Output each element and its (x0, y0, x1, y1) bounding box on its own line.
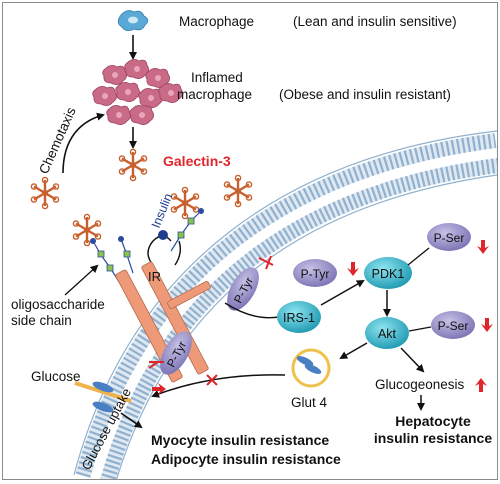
glut4-label: Glut 4 (291, 395, 328, 410)
hepatocyte-label-line2: insulin resistance (374, 430, 492, 446)
chemotaxis-arrow (62, 112, 105, 174)
blocked-cross-icon (206, 374, 218, 386)
inflamed-label-line2: macrophage (177, 87, 252, 102)
inhibition-bar-icon (148, 361, 164, 369)
increase-arrow-icon (475, 378, 487, 392)
svg-text:P-Tyr: P-Tyr (301, 267, 330, 281)
oligosaccharide-label-line2: side chain (11, 313, 72, 328)
ptyr-node-receptor-lower: P-Tyr (160, 331, 192, 375)
oligosaccharide-chains (90, 208, 204, 286)
pdk1-node: PDK1 (364, 257, 412, 289)
ptyr-node-receptor-upper: P-Tyr (227, 267, 259, 311)
macrophage-cell-icon (117, 10, 149, 31)
insulin-molecule (158, 230, 168, 240)
decrease-arrow-icon (481, 318, 493, 332)
akt-node: Akt (365, 317, 409, 349)
glucose-transporter (92, 381, 114, 413)
diagram-frame: Macrophage (Lean and insulin sensitive) … (2, 2, 498, 480)
ir-label: IR (148, 269, 161, 284)
svg-text:Akt: Akt (378, 327, 397, 341)
hepatocyte-label-line1: Hepatocyte (395, 413, 471, 429)
svg-text:IRS-1: IRS-1 (283, 311, 315, 325)
chemotaxis-label: Chemotaxis (36, 105, 79, 176)
inhibition-bar-icon (258, 255, 274, 270)
macrophage-label: Macrophage (179, 14, 254, 29)
inflamed-macrophage-cluster-icon (92, 58, 184, 126)
ptyr-node-irs1: P-Tyr (293, 259, 337, 287)
oligosaccharide-label-line1: oligosaccharide (11, 297, 105, 312)
irs1-node: IRS-1 (277, 301, 321, 333)
svg-text:P-Ser: P-Ser (434, 231, 465, 245)
galectin-insulin-resistance-diagram: Macrophage (Lean and insulin sensitive) … (11, 10, 497, 479)
adipocyte-label: Adipocyte insulin resistance (151, 451, 341, 467)
inflamed-label-line1: Inflamed (191, 70, 243, 85)
pser-node-akt: P-Ser (431, 311, 475, 339)
myocyte-label: Myocyte insulin resistance (151, 432, 329, 448)
svg-text:P-Ser: P-Ser (438, 319, 469, 333)
obese-state-label: (Obese and insulin resistant) (279, 87, 451, 102)
glucogeonesis-label: Glucogeonesis (375, 377, 465, 392)
glut4-vesicle (291, 348, 331, 388)
decrease-arrow-icon (477, 240, 489, 254)
glucose-label: Glucose (31, 369, 81, 384)
svg-text:PDK1: PDK1 (372, 267, 405, 281)
decrease-arrow-icon (347, 262, 359, 276)
galectin-3-label: Galectin-3 (163, 153, 231, 169)
pser-node-pdk1: P-Ser (427, 223, 471, 251)
lean-state-label: (Lean and insulin sensitive) (293, 14, 457, 29)
